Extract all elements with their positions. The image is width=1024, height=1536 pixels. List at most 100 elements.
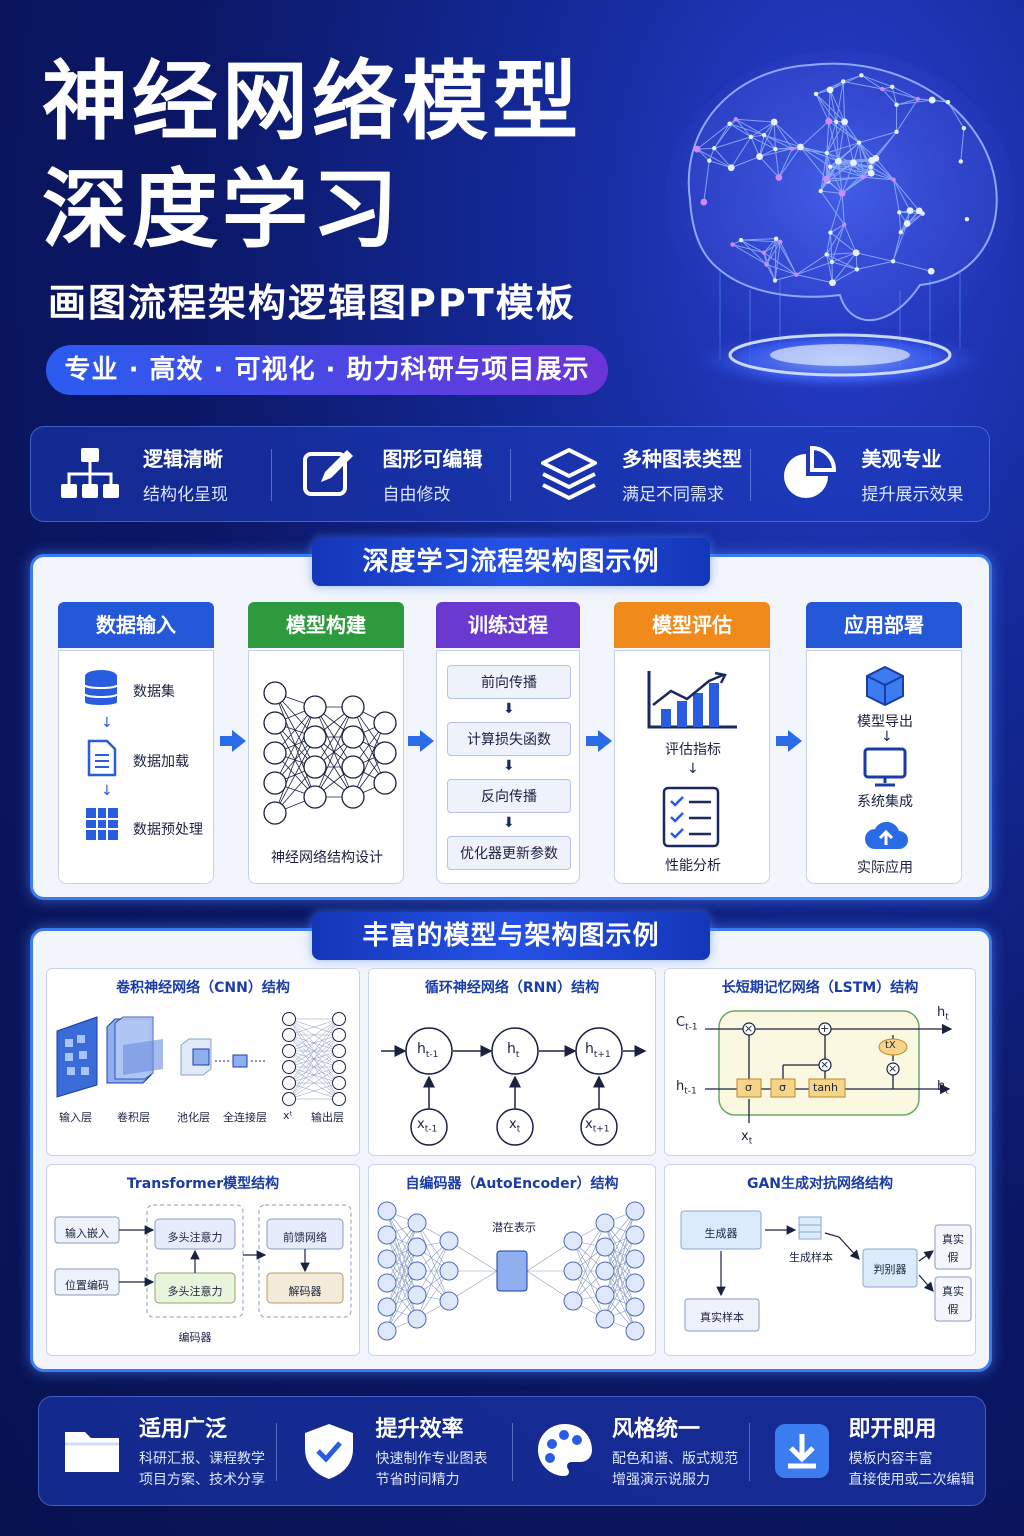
down-arrow-icon: ↓ — [881, 729, 893, 745]
stage-data-input: 数据输入 数据集 ↓ 数据加载 ↓ 数据预处理 — [58, 602, 214, 884]
bottom-line: 直接使用或二次编辑 — [848, 1472, 975, 1488]
lstm-hidden-out-label: ht — [937, 1005, 949, 1023]
bottom-title: 即开即用 — [848, 1417, 937, 1442]
bottom-feature-style: 风格统一配色和谐、版式规范增强演示说服力 — [512, 1397, 749, 1505]
bottom-line: 模板内容丰富 — [848, 1451, 933, 1467]
encoder-block: 多头注意力 — [167, 1285, 223, 1298]
stage-title: 应用部署 — [806, 602, 962, 648]
lstm-hidden-out-label: ht — [937, 1079, 949, 1097]
training-step: 前向传播 — [447, 665, 571, 699]
latent-label: 潜在表示 — [492, 1221, 536, 1234]
flow-arrow-icon — [586, 730, 612, 752]
neural-network-diagram — [263, 681, 397, 825]
stage-item: 评估指标 — [665, 742, 721, 758]
feature-title: 逻辑清晰 — [143, 447, 223, 471]
models-panel-title: 丰富的模型与架构图示例 — [312, 912, 710, 960]
bottom-title: 提升效率 — [375, 1417, 464, 1442]
down-arrow-icon: ↓ — [101, 783, 113, 799]
card-title: 卷积神经网络（CNN）结构 — [116, 980, 290, 996]
bottom-feature-ready: 即开即用模板内容丰富直接使用或二次编辑 — [748, 1397, 986, 1505]
gan-output: 真实 — [942, 1233, 964, 1246]
training-step: 计算损失函数 — [447, 722, 571, 756]
rnn-hidden-node: ht+1 — [585, 1041, 611, 1060]
down-arrow-icon: ⬇ — [503, 758, 515, 774]
document-icon — [87, 739, 117, 777]
decoder-block: 前馈网络 — [283, 1231, 327, 1244]
autoencoder-diagram — [377, 1201, 645, 1341]
encoder-block: 多头注意力 — [167, 1231, 223, 1244]
feature-types: 多种图表类型满足不同需求 — [510, 427, 750, 521]
card-title: GAN生成对抗网络结构 — [746, 1176, 894, 1192]
bottom-title: 适用广泛 — [139, 1417, 228, 1442]
feature-edit: 图形可编辑自由修改 — [270, 427, 511, 521]
feature-title: 图形可编辑 — [382, 447, 483, 471]
stage-item: 性能分析 — [665, 858, 721, 874]
grid-table-icon — [86, 808, 118, 840]
stage-model-build: 模型构建 神经网络结构设计 — [248, 602, 404, 884]
bottom-line: 节省时间精力 — [375, 1472, 460, 1488]
stage-title: 模型评估 — [614, 602, 770, 648]
gan-discriminator: 判别器 — [873, 1263, 907, 1276]
feature-bar: 逻辑清晰结构化呈现 图形可编辑自由修改 多种图表类型满足不同需求 美观专业提升展… — [30, 426, 990, 522]
edit-icon — [302, 450, 353, 496]
brain-network-illustration — [665, 50, 1015, 394]
training-step: 反向传播 — [447, 779, 571, 813]
lstm-input-label: xt — [741, 1129, 753, 1147]
rnn-hidden-node: ht-1 — [417, 1041, 439, 1060]
cnn-label: 输入层 — [59, 1111, 92, 1124]
cloud-upload-icon — [865, 821, 908, 849]
rnn-input-node: xt-1 — [417, 1117, 438, 1135]
lstm-gate: σ — [779, 1081, 786, 1094]
stage-caption: 神经网络结构设计 — [271, 850, 383, 866]
transformer-card: Transformer模型结构 输入嵌入 位置编码 多头注意力 多头注意力 前馈… — [46, 1164, 360, 1356]
feature-title: 美观专业 — [861, 447, 942, 471]
shield-check-icon — [304, 1424, 353, 1479]
folder-icon — [65, 1432, 119, 1472]
cnn-diagram — [56, 1012, 346, 1106]
cnn-card: 卷积神经网络（CNN）结构 输入层 卷积层 池化层 全连接层 xᵗ 输出层 — [46, 968, 360, 1156]
stage-item: 实际应用 — [857, 860, 913, 876]
feature-desc: 结构化呈现 — [143, 485, 228, 505]
card-title: 循环神经网络（RNN）结构 — [424, 980, 600, 996]
flow-arrow-icon — [220, 730, 246, 752]
stage-item: 模型导出 — [857, 714, 913, 730]
stage-title: 模型构建 — [248, 602, 404, 648]
cnn-label: 池化层 — [177, 1111, 210, 1124]
stage-title: 训练过程 — [436, 602, 580, 648]
flow-arrow-icon — [408, 730, 434, 752]
bar-chart-icon — [647, 671, 737, 729]
card-title: 长短期记忆网络（LSTM）结构 — [721, 980, 919, 996]
cnn-label: xᵗ — [283, 1109, 293, 1122]
transformer-input: 输入嵌入 — [65, 1227, 109, 1240]
palette-icon — [538, 1424, 592, 1476]
rnn-input-node: xt — [509, 1117, 521, 1135]
lstm-cell-state-label: Ct-1 — [676, 1015, 698, 1033]
cnn-label: 全连接层 — [223, 1111, 267, 1124]
cnn-label: 卷积层 — [117, 1111, 150, 1124]
bottom-title: 风格统一 — [612, 1417, 701, 1442]
lstm-op: × — [820, 1058, 830, 1071]
bottom-line: 增强演示说服力 — [612, 1472, 710, 1488]
stage-item: 数据预处理 — [133, 822, 203, 838]
bottom-feature-bar: 适用广泛科研汇报、课程教学项目方案、技术分享 提升效率快速制作专业图表节省时间精… — [38, 1396, 986, 1506]
pie-chart-icon — [783, 445, 836, 498]
feature-desc: 提升展示效果 — [861, 485, 964, 505]
lstm-op: × — [888, 1062, 898, 1075]
transformer-input: 位置编码 — [65, 1279, 109, 1292]
stage-evaluation: 模型评估 评估指标 ↓ 性能分析 — [614, 602, 770, 884]
stage-deployment: 应用部署 模型导出 ↓ 系统集成 实际应用 — [806, 602, 962, 884]
rnn-input-node: xt+1 — [585, 1117, 610, 1135]
flow-panel-title: 深度学习流程架构图示例 — [312, 538, 710, 586]
gan-real-sample: 真实样本 — [700, 1311, 744, 1324]
decoder-block: 解码器 — [288, 1285, 322, 1298]
feature-beauty: 美观专业提升展示效果 — [749, 427, 990, 521]
flow-arrow-icon — [776, 730, 802, 752]
cube-icon — [866, 665, 904, 707]
cnn-label: 输出层 — [311, 1111, 344, 1124]
lstm-gate: σ — [745, 1081, 752, 1094]
feature-title: 多种图表类型 — [622, 447, 742, 471]
stage-item: 数据加载 — [133, 754, 189, 770]
feature-logic: 逻辑清晰结构化呈现 — [31, 427, 271, 521]
bottom-line: 快速制作专业图表 — [375, 1451, 488, 1467]
checklist-icon — [662, 786, 720, 848]
